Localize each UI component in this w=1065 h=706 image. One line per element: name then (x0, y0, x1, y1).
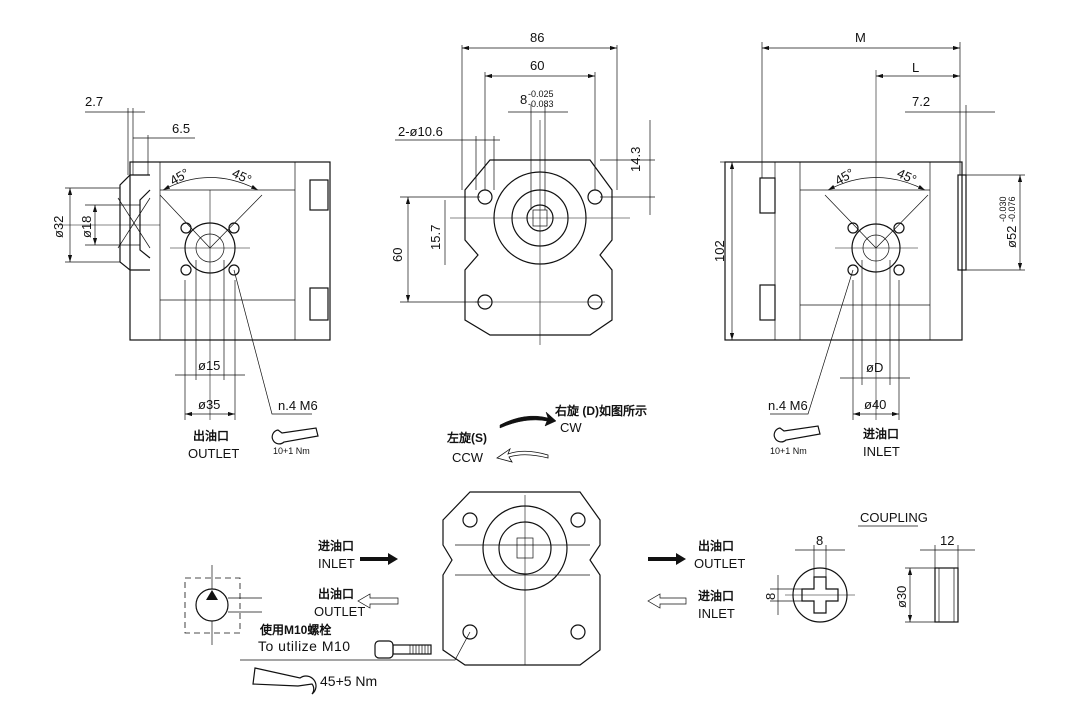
outlet-label-en: OUTLET (314, 604, 365, 619)
angle-label: 45° (832, 165, 857, 188)
inlet-label-en: INLET (318, 556, 355, 571)
dim-M: M (855, 30, 866, 45)
dim-key-width: 8 (520, 92, 527, 107)
d52-tolerance-lower: -0.076 (1007, 196, 1017, 222)
dim-86: 86 (530, 30, 544, 45)
dim-d52: ø52 (1004, 226, 1019, 248)
dim-60-side: 60 (390, 248, 405, 262)
dim-d40: ø40 (864, 397, 886, 412)
cw-arrow-icon (499, 411, 557, 429)
rotation-indicators: 右旋 (D)如图所示 CW 左旋(S) CCW (446, 403, 647, 465)
dim-holes: 2-ø10.6 (398, 124, 443, 139)
wrench-icon (271, 427, 319, 445)
dim-d18: ø18 (79, 216, 94, 238)
outlet-arrow-icon (357, 593, 399, 609)
dim-d32: ø32 (51, 216, 66, 238)
dim-6-5: 6.5 (172, 121, 190, 136)
port-label-en: OUTLET (188, 446, 239, 461)
dim-d30: ø30 (894, 586, 909, 608)
torque-label: 10+1 Nm (273, 446, 310, 456)
wrench-icon (773, 425, 821, 443)
d52-tolerance-upper: -0.030 (998, 196, 1008, 222)
cw-label-cn: 右旋 (D)如图所示 (554, 403, 647, 418)
key-tolerance-upper: -0.025 (528, 89, 554, 99)
dim-coupling-height: 8 (763, 593, 778, 600)
dim-dD: øD (866, 360, 883, 375)
bolt-spec: n.4 M6 (278, 398, 318, 413)
dim-2-7: 2.7 (85, 94, 103, 109)
ccw-label-cn: 左旋(S) (446, 430, 487, 445)
bolt-spec: n.4 M6 (768, 398, 808, 413)
dim-coupling-width: 8 (816, 533, 823, 548)
wrench-icon (252, 667, 317, 695)
dim-L: L (912, 60, 919, 75)
ccw-label-en: CCW (452, 450, 484, 465)
pump-symbol-icon (184, 565, 262, 645)
right-side-view: M L 7.2 102 ø52 -0.030 -0.076 45° 45° øD… (712, 30, 1025, 459)
outlet-label-cn: 出油口 (698, 538, 734, 553)
front-view: 86 60 8 -0.025 -0.083 2-ø10.6 14.3 15.7 … (390, 30, 655, 345)
dim-102: 102 (712, 240, 727, 262)
bottom-front-view: 进油口 INLET 出油口 OUTLET 出油口 OUTLET 进油口 INLE… (184, 491, 745, 695)
dim-7-2: 7.2 (912, 94, 930, 109)
port-label-cn: 出油口 (193, 428, 229, 443)
torque-label: 10+1 Nm (770, 446, 807, 456)
inlet-label-cn: 进油口 (698, 588, 734, 603)
bolt-label-en: To utilize M10 (258, 638, 351, 654)
dim-15-7: 15.7 (428, 225, 443, 250)
outlet-label-cn: 出油口 (318, 586, 354, 601)
inlet-arrow-icon (360, 553, 398, 565)
bolt-icon (374, 640, 432, 659)
cw-label-en: CW (560, 420, 582, 435)
dim-14-3: 14.3 (628, 147, 643, 172)
inlet-arrow-icon (647, 593, 687, 609)
inlet-label-cn: 进油口 (318, 538, 354, 553)
coupling-detail: COUPLING 8 8 12 ø30 (763, 510, 975, 623)
dim-d15: ø15 (198, 358, 220, 373)
bolt-label-cn: 使用M10螺栓 (259, 622, 331, 637)
dim-60-top: 60 (530, 58, 544, 73)
left-side-view: 2.7 6.5 45° 45° ø32 ø18 ø15 ø35 n.4 M6 1… (51, 94, 331, 461)
port-label-en: INLET (863, 444, 900, 459)
key-tolerance-lower: -0.083 (528, 99, 554, 109)
angle-label: 45° (895, 165, 919, 187)
inlet-label-en: INLET (698, 606, 735, 621)
port-label-cn: 进油口 (863, 426, 899, 441)
angle-label: 45° (230, 165, 254, 187)
ccw-arrow-icon (496, 447, 549, 463)
outlet-arrow-icon (648, 553, 686, 565)
dim-d35: ø35 (198, 397, 220, 412)
coupling-title: COUPLING (860, 510, 928, 525)
bolt-torque: 45+5 Nm (320, 673, 377, 689)
dim-12: 12 (940, 533, 954, 548)
angle-label: 45° (167, 165, 192, 188)
outlet-label-en: OUTLET (694, 556, 745, 571)
